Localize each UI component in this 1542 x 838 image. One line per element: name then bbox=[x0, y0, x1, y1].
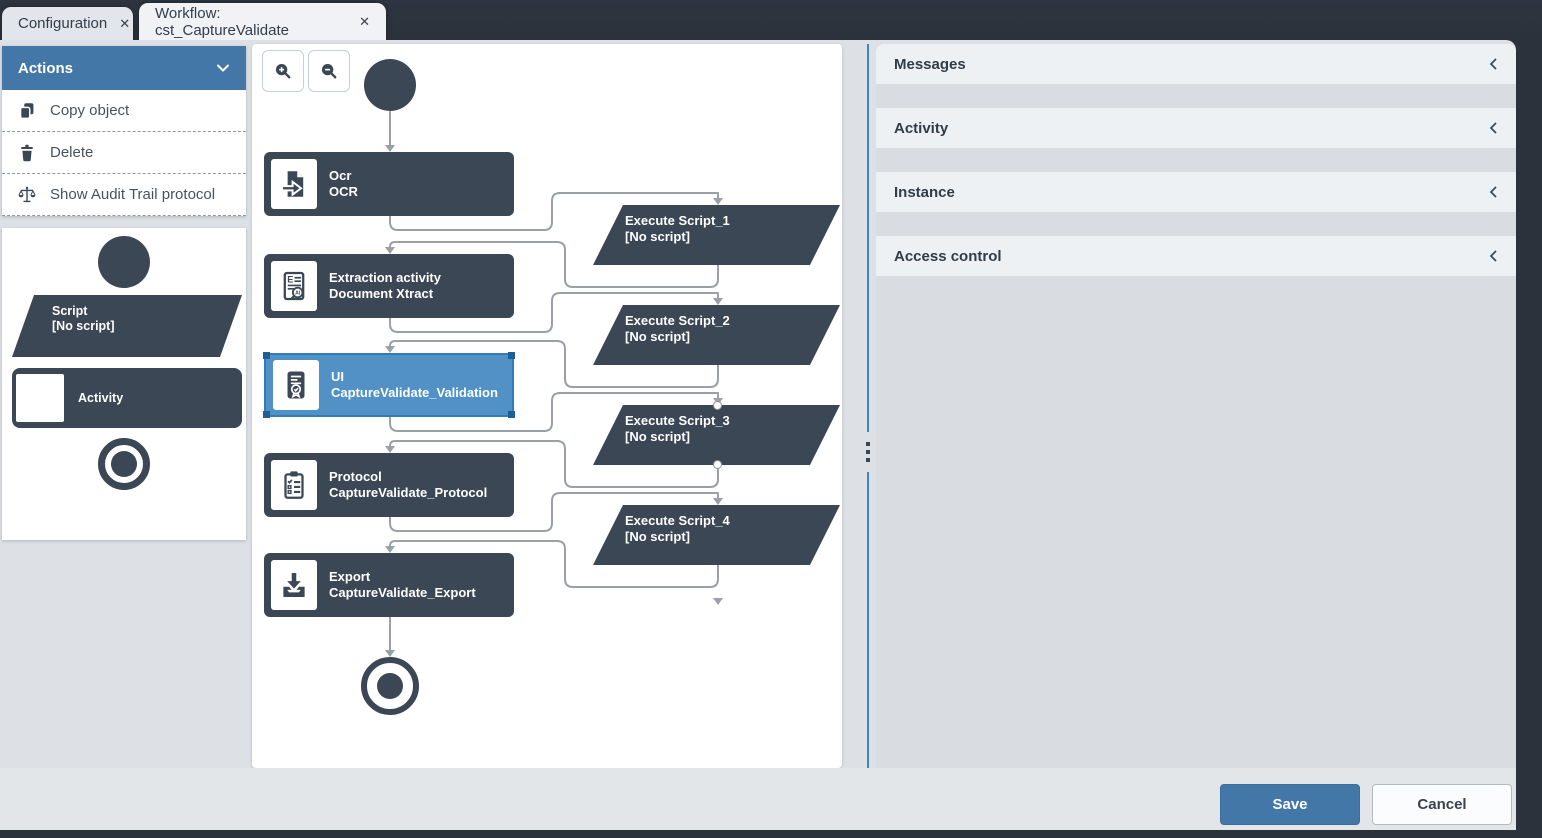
node-subtitle: Document Xtract bbox=[329, 286, 434, 301]
footer-bar: Save Cancel bbox=[0, 768, 1516, 830]
script-title: Execute Script_1 bbox=[625, 213, 730, 228]
node-subtitle: OCR bbox=[329, 184, 358, 199]
section-activity[interactable]: Activity bbox=[876, 108, 1516, 148]
save-button[interactable]: Save bbox=[1220, 784, 1360, 825]
workflow-connectors bbox=[361, 59, 723, 715]
palette-activity-label: Activity bbox=[78, 391, 124, 405]
node-title: Protocol bbox=[329, 469, 382, 484]
inspector-panel: Messages Activity Instance bbox=[876, 44, 1516, 768]
chevron-left-icon bbox=[1489, 122, 1497, 134]
selection-handle[interactable] bbox=[508, 411, 515, 418]
node-protocol[interactable]: Protocol CaptureValidate_Protocol bbox=[264, 453, 514, 517]
node-title: Export bbox=[329, 569, 371, 584]
shape-palette: Script [No script] Activity bbox=[2, 228, 246, 540]
tab-workflow[interactable]: Workflow: cst_CaptureValidate ✕ bbox=[139, 3, 386, 40]
palette-start-event-shape[interactable] bbox=[98, 236, 150, 288]
selection-handle[interactable] bbox=[508, 352, 515, 359]
section-label: Access control bbox=[894, 247, 1002, 265]
section-instance[interactable]: Instance bbox=[876, 172, 1516, 212]
tab-configuration[interactable]: Configuration ✕ bbox=[2, 7, 133, 40]
cancel-button[interactable]: Cancel bbox=[1372, 784, 1512, 825]
extraction-document-icon: E AI bbox=[283, 271, 305, 301]
main-window: Actions Copy object Delete bbox=[0, 40, 1516, 830]
svg-text:E: E bbox=[287, 275, 293, 285]
scales-icon bbox=[18, 186, 36, 202]
end-event-node bbox=[361, 657, 419, 715]
palette-script-title: Script bbox=[52, 304, 88, 318]
actions-panel-header[interactable]: Actions bbox=[2, 46, 246, 90]
tab-label: Configuration bbox=[18, 15, 108, 32]
connection-port[interactable] bbox=[713, 460, 722, 469]
chevron-left-icon bbox=[1489, 58, 1497, 70]
node-export[interactable]: Export CaptureValidate_Export bbox=[264, 553, 514, 617]
action-label: Copy object bbox=[50, 102, 130, 119]
section-label: Activity bbox=[894, 119, 949, 137]
node-subtitle: CaptureValidate_Protocol bbox=[329, 485, 488, 500]
actions-panel: Actions Copy object Delete bbox=[2, 46, 246, 216]
node-ocr[interactable]: Ocr OCR bbox=[264, 152, 514, 216]
tab-label: Workflow: cst_CaptureValidate bbox=[155, 4, 289, 39]
script-subtitle: [No script] bbox=[625, 229, 690, 244]
section-messages[interactable]: Messages bbox=[876, 44, 1516, 84]
script-title: Execute Script_2 bbox=[625, 313, 730, 328]
activity-icon-placeholder bbox=[16, 374, 64, 422]
node-subtitle: CaptureValidate_Export bbox=[329, 585, 476, 600]
action-delete[interactable]: Delete bbox=[2, 132, 246, 174]
section-access-control[interactable]: Access control bbox=[876, 236, 1516, 276]
chevron-down-icon bbox=[217, 64, 229, 72]
node-ui-validation[interactable]: UI CaptureValidate_Validation bbox=[263, 352, 515, 418]
connection-port[interactable] bbox=[713, 401, 722, 410]
ocr-document-icon bbox=[280, 171, 304, 197]
script-node-3[interactable]: Execute Script_3 [No script] bbox=[593, 405, 840, 465]
chevron-left-icon bbox=[1489, 250, 1497, 262]
protocol-clipboard-icon bbox=[284, 471, 304, 499]
palette-script-shape[interactable]: Script [No script] bbox=[12, 295, 242, 357]
selection-handle[interactable] bbox=[263, 352, 270, 359]
node-subtitle: CaptureValidate_Validation bbox=[331, 385, 498, 400]
export-tray-icon bbox=[283, 572, 305, 598]
section-label: Instance bbox=[894, 183, 955, 201]
palette-script-subtitle: [No script] bbox=[52, 319, 115, 333]
start-event-node bbox=[364, 59, 416, 111]
script-subtitle: [No script] bbox=[625, 529, 690, 544]
node-extraction-activity[interactable]: E AI Extraction activity Document Xtract bbox=[264, 254, 514, 318]
script-title: Execute Script_3 bbox=[625, 413, 730, 428]
tab-close-icon[interactable]: ✕ bbox=[359, 13, 370, 29]
workflow-canvas[interactable]: Ocr OCR E AI Extraction activit bbox=[252, 44, 842, 768]
svg-text:AI: AI bbox=[295, 291, 301, 297]
actions-title: Actions bbox=[18, 59, 74, 77]
magnifier-minus-icon bbox=[321, 63, 337, 79]
script-node-2[interactable]: Execute Script_2 [No script] bbox=[593, 305, 840, 365]
script-node-1[interactable]: Execute Script_1 [No script] bbox=[593, 205, 840, 265]
node-title: Ocr bbox=[329, 168, 352, 183]
script-title: Execute Script_4 bbox=[625, 513, 730, 528]
palette-end-event-shape[interactable] bbox=[98, 438, 150, 490]
splitter-grip-icon[interactable] bbox=[863, 432, 873, 472]
action-label: Delete bbox=[50, 144, 94, 161]
tab-close-icon[interactable]: ✕ bbox=[119, 15, 131, 31]
action-show-audit-trail[interactable]: Show Audit Trail protocol bbox=[2, 174, 246, 216]
copy-icon bbox=[19, 102, 34, 119]
panel-splitter[interactable] bbox=[863, 44, 873, 768]
trash-icon bbox=[21, 144, 33, 161]
action-copy-object[interactable]: Copy object bbox=[2, 90, 246, 132]
tab-bar: Configuration ✕ Workflow: cst_CaptureVal… bbox=[0, 0, 1542, 40]
node-title: Extraction activity bbox=[329, 270, 441, 285]
zoom-out-button[interactable] bbox=[308, 50, 350, 92]
magnifier-plus-icon bbox=[275, 63, 291, 79]
validation-document-icon bbox=[287, 371, 305, 399]
script-subtitle: [No script] bbox=[625, 329, 690, 344]
action-label: Show Audit Trail protocol bbox=[50, 186, 216, 203]
node-title: UI bbox=[331, 369, 344, 384]
palette-activity-shape[interactable]: Activity bbox=[12, 368, 242, 428]
section-label: Messages bbox=[894, 55, 966, 73]
chevron-left-icon bbox=[1489, 186, 1497, 198]
script-node-4[interactable]: Execute Script_4 [No script] bbox=[593, 505, 840, 565]
selection-handle[interactable] bbox=[263, 411, 270, 418]
zoom-in-button[interactable] bbox=[262, 50, 304, 92]
script-subtitle: [No script] bbox=[625, 429, 690, 444]
